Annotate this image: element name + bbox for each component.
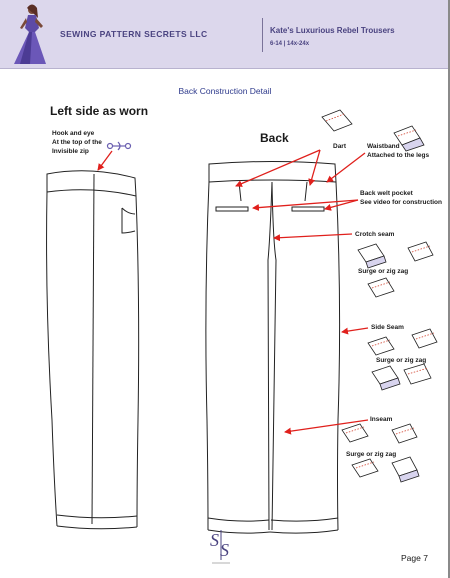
welt-line-2: See video for construction [360, 199, 442, 206]
document-title: Kate's Luxurious Rebel Trousers [270, 26, 395, 35]
inseam-note: Inseam [370, 416, 393, 423]
logo-figure-icon [14, 4, 46, 64]
footer-logo-icon: S S [210, 530, 230, 564]
hook-eye-note: Hook and eye At the top of the Invisible… [52, 129, 102, 156]
waistband-line-2: Attached to the legs [367, 152, 430, 159]
hook-eye-line-2: At the top of the [52, 139, 102, 146]
left-side-label: Left side as worn [50, 104, 149, 118]
back-label: Back [260, 131, 289, 145]
company-name: SEWING PATTERN SECRETS LLC [60, 29, 208, 39]
document-size-range: 6-14 | 14x-24x [270, 41, 310, 47]
callout-arrows [97, 149, 369, 435]
welt-line-1: Back welt pocket [360, 190, 413, 197]
surge-note-2: Surge or zig zag [376, 357, 427, 364]
waistband-note: Waistband Attached to the legs [367, 142, 429, 160]
header-band: SEWING PATTERN SECRETS LLC Kate's Luxuri… [0, 0, 448, 69]
page-edge [448, 0, 450, 578]
side-trouser-drawing [46, 170, 140, 530]
hook-eye-line-3: Invisible zip [52, 148, 89, 155]
surge-note-3: Surge or zig zag [346, 451, 397, 458]
side-seam-note: Side Seam [371, 324, 404, 331]
page-number: Page 7 [401, 553, 428, 563]
surge-note-1: Surge or zig zag [358, 268, 409, 275]
svg-text:S: S [210, 530, 219, 550]
crotch-seam-note: Crotch seam [355, 231, 395, 238]
hook-eye-icon [106, 141, 132, 151]
hook-eye-line-1: Hook and eye [52, 130, 95, 137]
dart-note: Dart [333, 143, 347, 150]
waistband-line-1: Waistband [367, 143, 400, 150]
svg-text:S: S [220, 540, 229, 560]
welt-pocket-note: Back welt pocket See video for construct… [360, 189, 442, 207]
back-trouser-drawing [205, 161, 341, 534]
section-title: Back Construction Detail [178, 86, 272, 96]
header-divider [262, 18, 263, 52]
fabric-swatch-icons [321, 109, 438, 483]
